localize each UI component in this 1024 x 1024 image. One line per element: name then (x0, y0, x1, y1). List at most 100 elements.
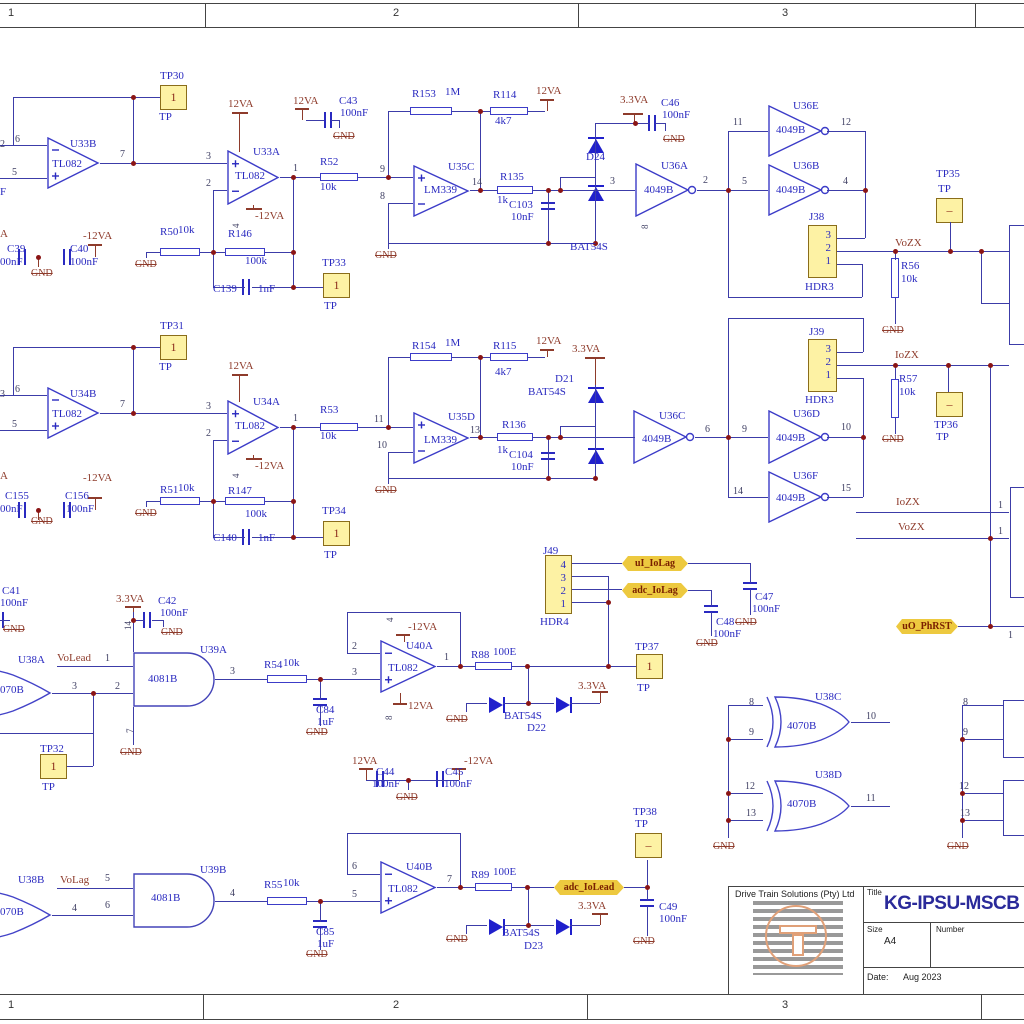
wire (962, 705, 963, 838)
wire (837, 365, 1009, 366)
label-C42: C42 (158, 595, 177, 607)
label-C47: C47 (755, 591, 774, 603)
label-00nF: 00nF (0, 503, 23, 515)
label-10k: 10k (320, 181, 337, 193)
label-3_3VA: 3.3VA (116, 593, 145, 605)
label-3: 3 (72, 681, 77, 692)
capacitor-plate (69, 502, 71, 518)
label-12VA: 12VA (352, 755, 378, 767)
resistor-body (490, 107, 528, 115)
label-TP: TP (159, 361, 172, 373)
label-R50: R50 (160, 226, 179, 238)
label-TL082: TL082 (52, 158, 82, 170)
label-GND: GND (120, 747, 142, 758)
junction-dot (546, 188, 551, 193)
label-U40A: U40A (406, 640, 433, 652)
wire (548, 437, 549, 478)
label-R153: R153 (412, 88, 436, 100)
label-TL082: TL082 (235, 170, 265, 182)
wire (697, 190, 728, 191)
wire (306, 120, 324, 121)
wire (895, 365, 896, 379)
wire (265, 252, 293, 253)
label-4049B: 4049B (776, 184, 806, 196)
junction-dot (478, 355, 483, 360)
label-4049B: 4049B (644, 184, 674, 196)
label-R56: R56 (901, 260, 920, 272)
wire (93, 693, 94, 766)
label-TP32: TP32 (40, 743, 64, 755)
wire (728, 705, 763, 706)
inverter-U36A (635, 162, 699, 218)
wire (624, 887, 647, 888)
wire (307, 679, 380, 680)
label-C103: C103 (509, 199, 533, 211)
wire (480, 357, 481, 437)
wire (213, 440, 214, 537)
label-BAT54S: BAT54S (570, 241, 608, 253)
label-4049B: 4049B (776, 124, 806, 136)
label-GND: GND (947, 841, 969, 852)
wire (1003, 700, 1004, 758)
power-bar (125, 606, 141, 608)
wire (0, 395, 47, 396)
junction-dot (478, 109, 483, 114)
wire (512, 887, 554, 888)
resistor-body (320, 173, 358, 181)
xor-gate-U38C (763, 696, 851, 748)
wire (252, 287, 323, 288)
label-5: 5 (12, 167, 17, 178)
wire (320, 901, 321, 922)
wire (728, 497, 768, 498)
diode (487, 695, 507, 715)
label-4: 4 (231, 473, 241, 479)
header-pin-number: 2 (560, 585, 567, 597)
label-U33A: U33A (253, 146, 280, 158)
junction-dot (526, 923, 531, 928)
label-12VA: 12VA (408, 700, 434, 712)
label--12VA: -12VA (464, 755, 494, 767)
power-wire (595, 359, 596, 385)
junction-dot (131, 161, 136, 166)
wire (0, 430, 47, 431)
header-pin-number: 3 (825, 229, 832, 241)
label-1: 1 (1008, 630, 1013, 641)
junction-dot (525, 885, 530, 890)
label-VoZX: VoZX (898, 521, 925, 533)
wire (856, 538, 1009, 539)
wire (1009, 225, 1024, 226)
power-wire (366, 770, 367, 780)
wire (200, 501, 213, 502)
wire (280, 427, 320, 428)
power-bar (452, 768, 466, 770)
size-label: Size (867, 925, 883, 934)
power-wire (253, 205, 254, 209)
wire (388, 203, 413, 204)
label-U34B: U34B (70, 388, 97, 400)
resistor-body (160, 497, 200, 505)
label-3_3VA: 3.3VA (620, 94, 649, 106)
label-070B: 070B (0, 684, 24, 696)
label-4049B: 4049B (642, 433, 672, 445)
wire (388, 111, 410, 112)
label-1k: 1k (497, 194, 508, 206)
label-F: F (0, 186, 7, 198)
junction-dot (478, 188, 483, 193)
label-7: 7 (120, 399, 125, 410)
junction-dot (291, 535, 296, 540)
wire (1003, 780, 1004, 836)
label-10: 10 (377, 440, 387, 451)
wire (215, 901, 267, 902)
power-bar (359, 768, 373, 770)
junction-dot (726, 435, 731, 440)
power-wire (459, 770, 460, 780)
resistor-body (475, 662, 512, 670)
sheet-border-line (0, 994, 1024, 995)
xor-gate-U38D (763, 780, 851, 832)
label-R52: R52 (320, 156, 339, 168)
header-pin-number: 1 (560, 598, 567, 610)
junction-dot (960, 791, 965, 796)
junction-dot (633, 121, 638, 126)
junction-dot (406, 778, 411, 783)
